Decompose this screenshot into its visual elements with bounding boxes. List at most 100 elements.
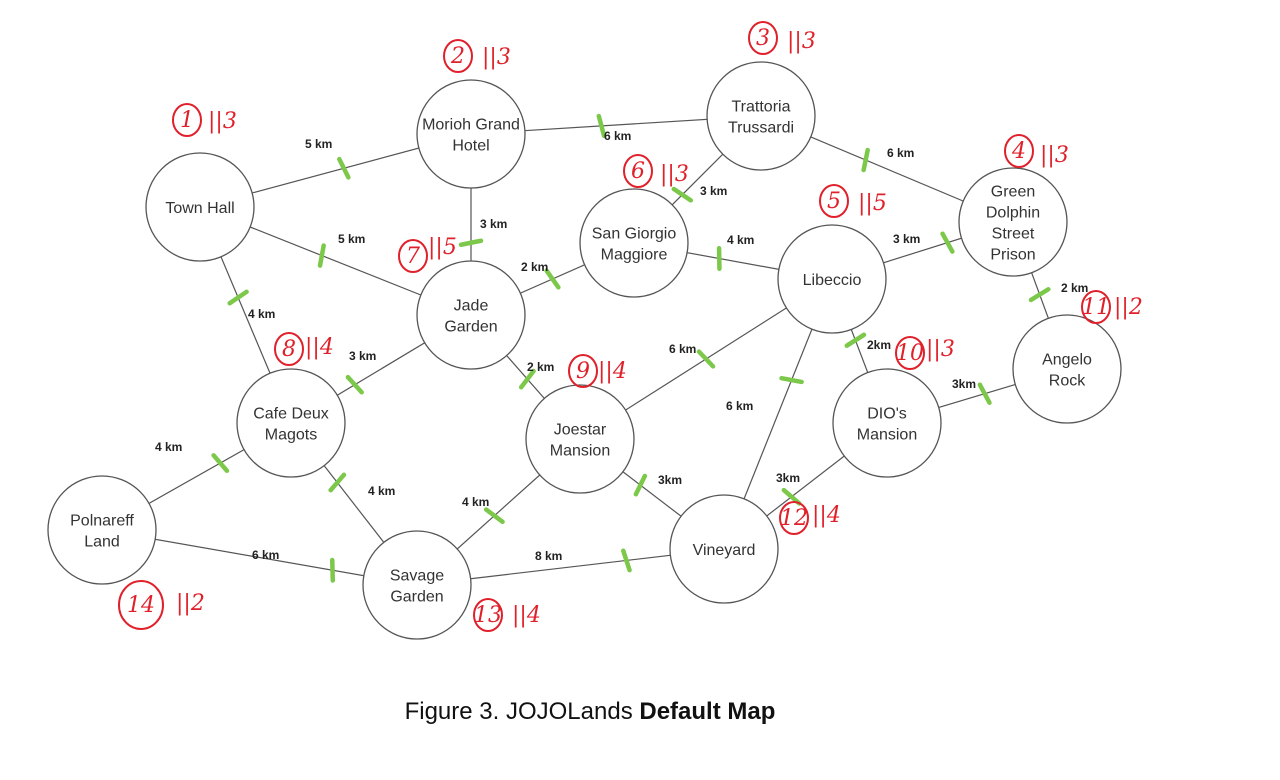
annotation-count-dios-mansion: ||3 [926,337,955,362]
distance-label-savage-garden-to-vineyard: 8 km [535,549,562,563]
node-circle-savage-garden [362,530,472,640]
distance-label-san-giorgio-maggiore-to-jade-garden: 2 km [521,260,548,274]
tick-mark-joestar-mansion-to-vineyard [633,473,648,497]
annotation-count-vineyard: ||4 [812,503,841,528]
annotation-polnareff-land: 14||2 [118,580,205,630]
distance-label-town-hall-to-cafe-deux-magots: 4 km [248,307,275,321]
distance-label-libeccio-to-green-dolphin-street-prison: 3 km [893,232,920,246]
annotation-number-town-hall: 1 [180,108,194,133]
annotation-number-green-dolphin-street-prison: 4 [1011,139,1026,164]
annotation-number-san-giorgio-maggiore: 6 [631,159,645,184]
distance-label-town-hall-to-morioh-grand-hotel: 5 km [305,137,332,151]
node-label-angelo-rock: Rock [1049,373,1086,390]
annotation-number-dios-mansion: 10 [896,341,924,366]
node-town-hall: Town Hall [145,152,255,262]
tick-mark-libeccio-to-green-dolphin-street-prison [940,231,955,254]
annotation-savage-garden: 13||4 [473,598,541,632]
distance-label-cafe-deux-magots-to-polnareff-land: 4 km [155,440,182,454]
annotation-number-libeccio: 5 [827,189,841,214]
annotation-number-trattoria-trussardi: 3 [756,26,770,51]
annotation-trattoria-trussardi: 3 ||3 [748,21,816,55]
node-label-jade-garden: Garden [444,319,497,336]
node-circle-libeccio [777,224,887,334]
annotation-circle-savage-garden [473,598,503,632]
distance-label-morioh-grand-hotel-to-trattoria-trussardi: 6 km [604,129,631,143]
node-circle-town-hall [145,152,255,262]
tick-mark-trattoria-trussardi-to-san-giorgio-maggiore [671,186,694,203]
annotation-san-giorgio-maggiore: 6 ||3 [623,154,689,188]
annotation-circle-dios-mansion [895,336,925,370]
tick-mark-joestar-mansion-to-savage-garden [483,507,505,525]
annotation-circle-san-giorgio-maggiore [623,154,653,188]
node-circle-angelo-rock [1012,314,1122,424]
node-label-polnareff-land: Land [84,534,120,551]
figure-caption: Figure 3. JOJOLands Default Map [0,698,1180,726]
annotation-count-green-dolphin-street-prison: ||3 [1040,143,1069,168]
node-label-green-dolphin-street-prison: Street [992,226,1035,243]
node-label-morioh-grand-hotel: Hotel [452,138,489,155]
tick-mark-trattoria-trussardi-to-green-dolphin-street-prison [861,147,870,173]
tick-mark-libeccio-to-dios-mansion [844,332,867,348]
annotation-count-morioh-grand-hotel: ||3 [482,45,511,70]
node-label-joestar-mansion: Mansion [550,443,610,460]
annotation-town-hall: 1 ||3 [172,103,237,137]
tick-mark-libeccio-to-joestar-mansion [696,349,716,369]
node-circle-green-dolphin-street-prison [958,167,1068,277]
annotation-count-san-giorgio-maggiore: ||3 [660,162,689,187]
node-label-savage-garden: Garden [390,589,443,606]
annotation-circle-green-dolphin-street-prison [1004,134,1034,168]
annotation-libeccio: 5||5 [819,184,887,218]
node-label-vineyard: Vineyard [693,542,756,559]
caption-bold: Default Map [639,698,776,725]
annotation-number-jade-garden: 7 [406,244,420,269]
annotation-count-town-hall: ||3 [208,109,237,134]
tick-mark-angelo-rock-to-dios-mansion [977,382,992,405]
distance-label-angelo-rock-to-dios-mansion: 3km [952,377,976,391]
annotation-count-trattoria-trussardi: ||3 [787,29,816,54]
node-circle-polnareff-land [47,475,157,585]
tick-mark-polnareff-land-to-savage-garden [330,557,336,583]
annotation-number-polnareff-land: 14 [127,593,155,618]
annotation-circle-polnareff-land [118,580,164,630]
tick-mark-cafe-deux-magots-to-polnareff-land [211,453,230,474]
annotation-count-savage-garden: ||4 [512,603,541,628]
distance-label-libeccio-to-vineyard: 6 km [726,399,753,413]
annotation-cafe-deux-magots: 8||4 [274,332,334,366]
tick-mark-town-hall-to-jade-garden [317,243,326,268]
distance-label-libeccio-to-dios-mansion: 2km [867,338,891,352]
annotation-circle-joestar-mansion [568,354,598,388]
annotation-number-morioh-grand-hotel: 2 [450,44,465,69]
node-label-green-dolphin-street-prison: Prison [990,247,1035,264]
node-label-green-dolphin-street-prison: Green [991,184,1035,201]
annotation-count-joestar-mansion: ||4 [598,359,627,384]
distance-label-polnareff-land-to-savage-garden: 6 km [252,548,279,562]
node-label-savage-garden: Savage [390,568,444,585]
distance-label-san-giorgio-maggiore-to-libeccio: 4 km [727,233,754,247]
annotation-number-joestar-mansion: 9 [576,359,590,384]
distance-label-joestar-mansion-to-savage-garden: 4 km [462,495,489,509]
annotations-layer: 1||32||33||34||35||56||37||58||49||410||… [118,21,1143,632]
node-label-libeccio: Libeccio [803,272,862,289]
node-label-town-hall: Town Hall [165,200,234,217]
distance-label-jade-garden-to-cafe-deux-magots: 3 km [349,349,376,363]
annotation-angelo-rock: 11||2 [1081,290,1143,324]
node-label-san-giorgio-maggiore: Maggiore [601,247,668,264]
annotation-count-jade-garden: ||5 [428,235,457,260]
node-label-dios-mansion: Mansion [857,427,917,444]
annotation-circle-morioh-grand-hotel [443,39,473,73]
annotation-circle-town-hall [172,103,202,137]
annotation-count-cafe-deux-magots: ||4 [305,335,334,360]
node-label-san-giorgio-maggiore: San Giorgio [592,226,677,243]
node-circle-san-giorgio-maggiore [579,188,689,298]
